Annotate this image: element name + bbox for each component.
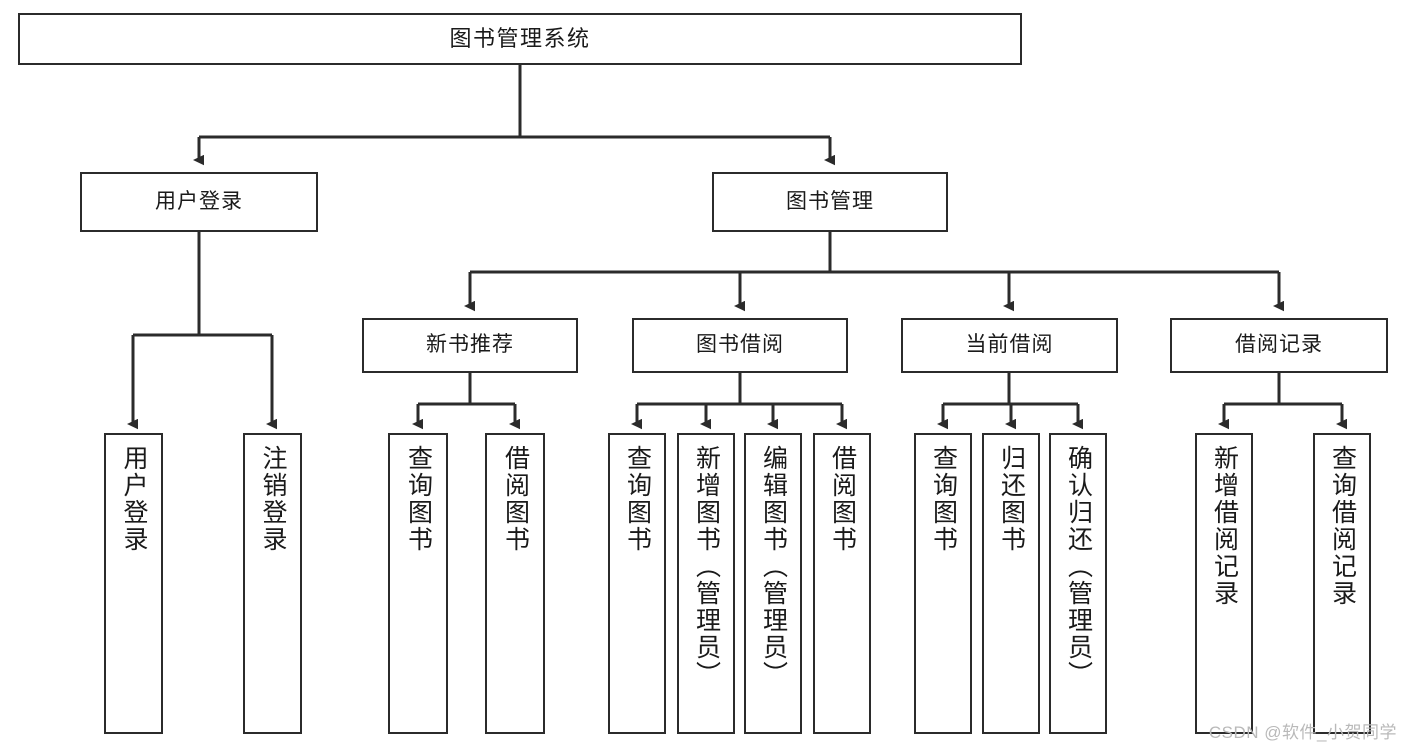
leaf-new-book-query-book[interactable]: 查询图书 [388,433,448,734]
node-label: 借阅图书 [828,445,857,553]
node-label: 当前借阅 [965,333,1054,357]
node-label: 图书管理系统 [449,26,591,52]
leaf-book-borrow-edit-book-admin[interactable]: 编辑图书（管理员） [744,433,802,734]
leaf-book-borrow-borrow-book[interactable]: 借阅图书 [813,433,871,734]
leaf-borrow-record-add-record[interactable]: 新增借阅记录 [1195,433,1253,734]
node-label: 查询借阅记录 [1328,445,1357,607]
node-current-borrow[interactable]: 当前借阅 [901,318,1118,373]
watermark: CSDN @软件_小贺同学 [1208,723,1397,742]
node-root-book-management-system[interactable]: 图书管理系统 [18,13,1022,65]
node-label: 新书推荐 [426,333,514,357]
node-label: 新增借阅记录 [1210,445,1239,607]
node-label: 归还图书 [997,445,1026,553]
leaf-current-borrow-confirm-return-admin[interactable]: 确认归还（管理员） [1049,433,1107,734]
node-label: 用户登录 [155,189,243,213]
node-book-borrow[interactable]: 图书借阅 [632,318,848,373]
node-label: 借阅记录 [1235,333,1323,357]
node-user-login[interactable]: 用户登录 [80,172,318,232]
leaf-current-borrow-query-book[interactable]: 查询图书 [914,433,972,734]
node-label: 查询图书 [929,445,958,553]
leaf-new-book-borrow-book[interactable]: 借阅图书 [485,433,545,734]
leaf-book-borrow-query-book[interactable]: 查询图书 [608,433,666,734]
node-label: 编辑图书（管理员） [759,445,788,688]
node-book-management[interactable]: 图书管理 [712,172,948,232]
leaf-user-login-logout[interactable]: 注销登录 [243,433,302,734]
node-label: 借阅图书 [501,445,530,553]
node-label: 查询图书 [404,445,433,553]
leaf-current-borrow-return-book[interactable]: 归还图书 [982,433,1040,734]
node-label: 用户登录 [120,445,148,553]
node-label: 查询图书 [623,445,652,553]
leaf-book-borrow-add-book-admin[interactable]: 新增图书（管理员） [677,433,735,734]
node-borrow-record[interactable]: 借阅记录 [1170,318,1388,373]
node-label: 图书借阅 [696,333,784,357]
node-label: 注销登录 [259,445,287,553]
leaf-user-login-login[interactable]: 用户登录 [104,433,163,734]
node-label: 新增图书（管理员） [692,445,721,688]
node-new-book-recommend[interactable]: 新书推荐 [362,318,578,373]
node-label: 确认归还（管理员） [1064,445,1093,688]
node-label: 图书管理 [786,189,874,213]
leaf-borrow-record-query-record[interactable]: 查询借阅记录 [1313,433,1371,734]
